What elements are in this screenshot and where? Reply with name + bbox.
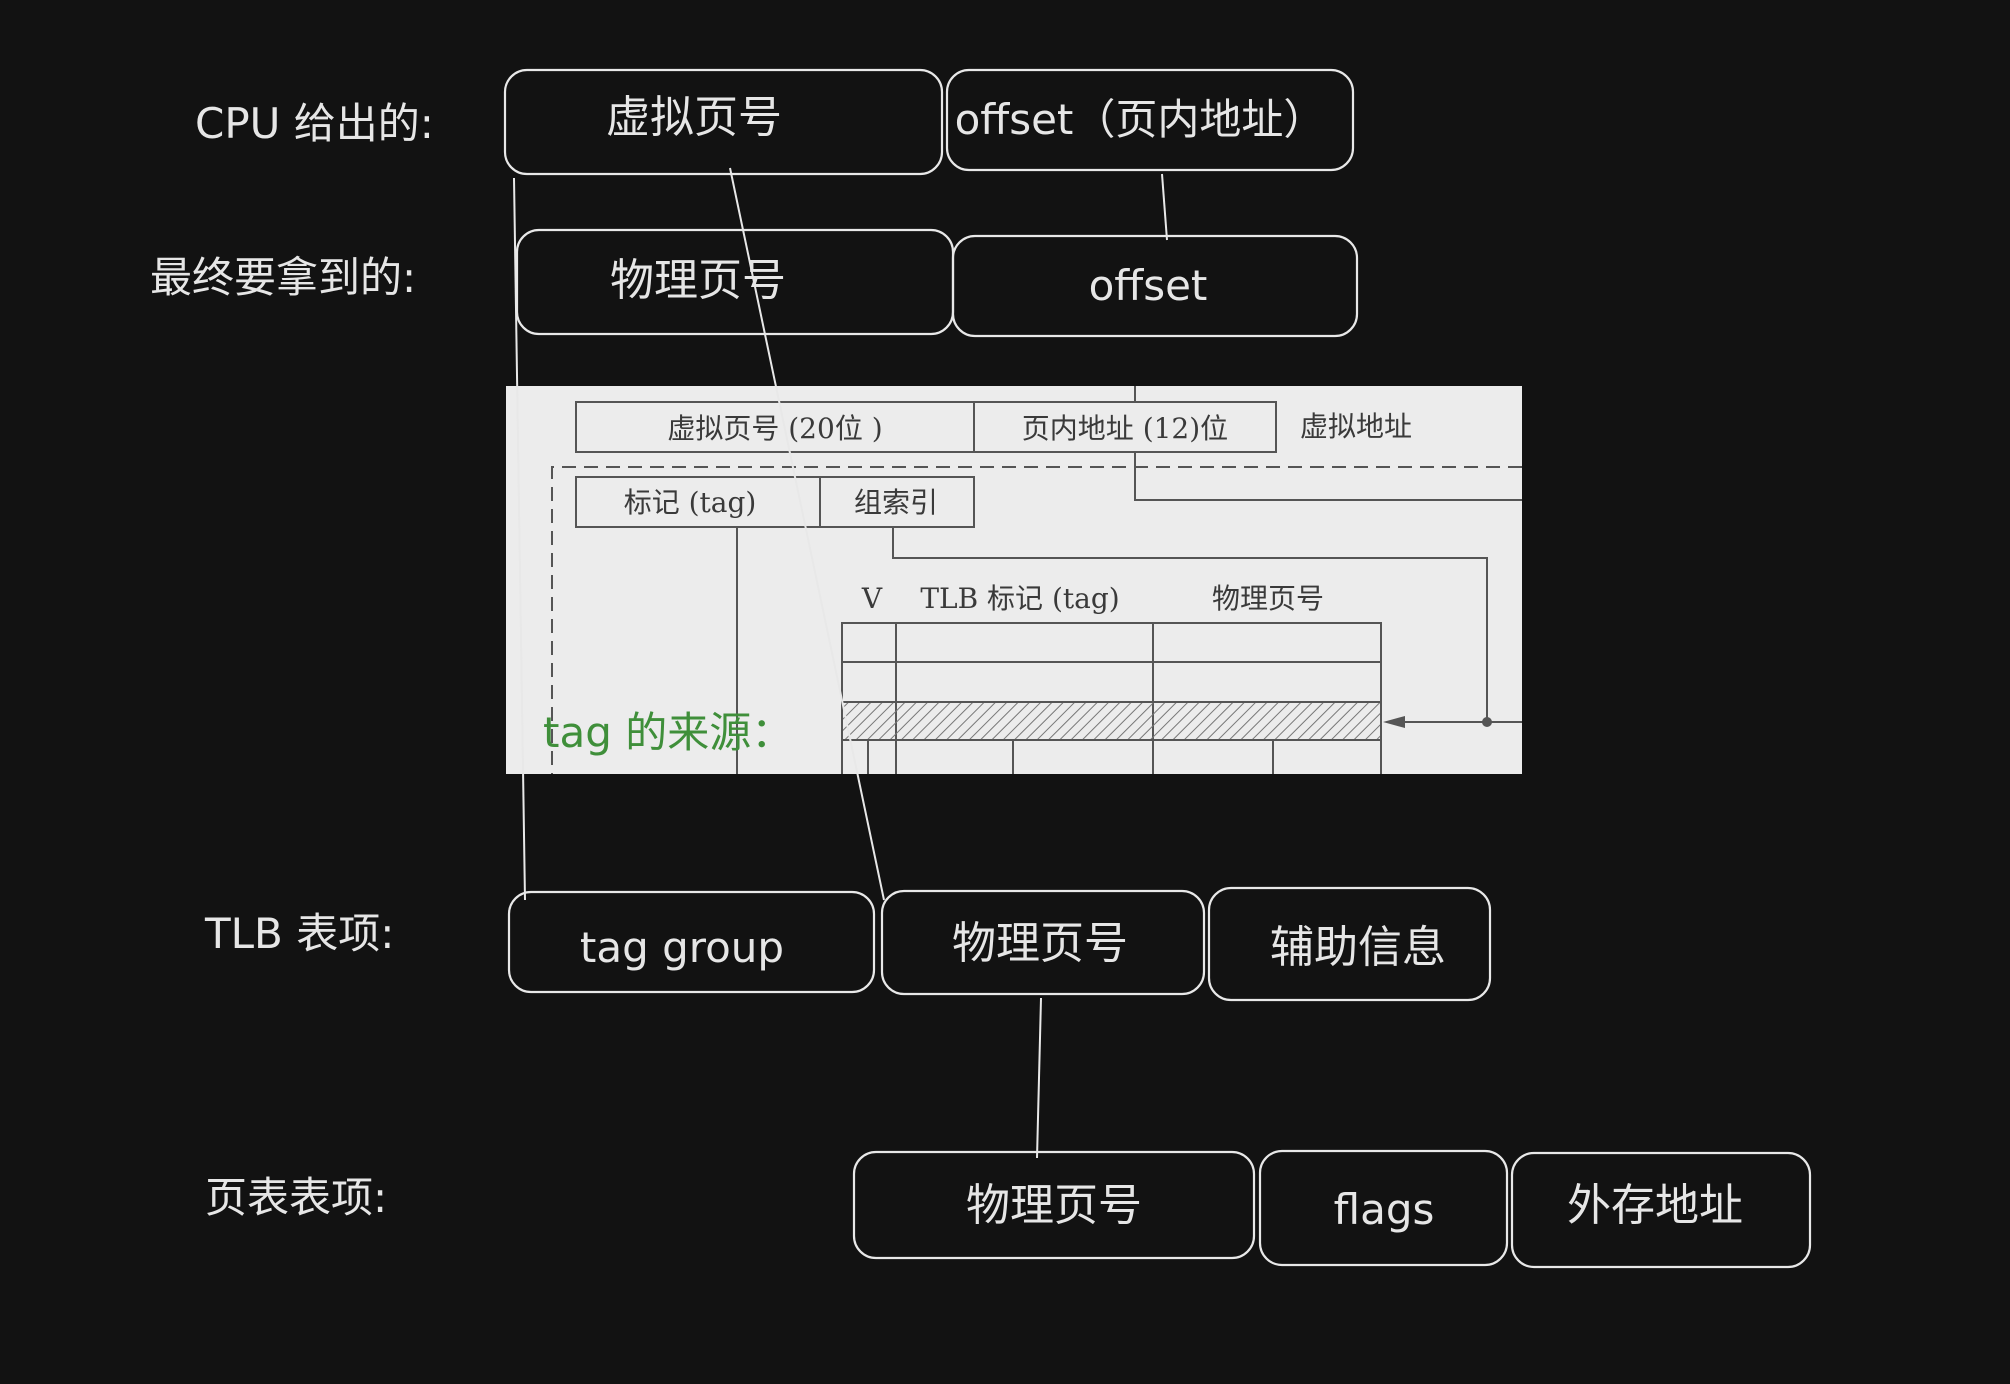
cpu-offset-box [945,68,1355,172]
pte-flags-box [1258,1149,1509,1267]
tlb-tag-group-box [507,890,876,994]
connector-tlb-ppn-to-pte-ppn [1036,997,1042,1159]
figure-vaddr-label: 虚拟地址 [1300,410,1412,443]
figure-col-ppn: 物理页号 [1212,582,1324,615]
row-label-tlb: TLB 表项: [204,909,394,958]
row-label-final: 最终要拿到的: [150,253,416,302]
figure-index-route [892,527,1488,723]
cpu-vpn-box [503,68,944,176]
figure-index-arrowhead [1383,716,1405,728]
connector-offset-to-offset [1161,173,1168,241]
pte-ppn-box [852,1150,1256,1260]
pte-ppn-text: 物理页号 [966,1180,1142,1231]
tlb-aux-box [1207,886,1492,1002]
final-ppn-text: 物理页号 [610,255,786,306]
pte-swap-addr-box [1510,1151,1812,1269]
figure-tlb-table [841,622,1382,774]
figure-offset-field [973,401,1277,453]
final-offset-text: offset [1089,261,1208,310]
tlb-ppn-box [880,889,1206,996]
pte-flags-text: flags [1334,1185,1435,1234]
figure-offset-route [1134,386,1522,501]
figure-annotation-tag-source: tag 的来源： [543,708,793,757]
figure-col-tag: TLB 标记 (tag) [920,582,1119,615]
figure-selected-set-row [841,701,1382,741]
final-offset-box [951,234,1359,338]
tlb-figure-image: 虚拟页号 (20位 ) 页内地址 (12)位 虚拟地址 标记 (tag) 组索引… [506,386,1522,774]
pte-swap-addr-text: 外存地址 [1567,1180,1743,1231]
connector-vpn-to-tlb-ppn [729,167,885,901]
figure-vpn-field-label: 虚拟页号 (20位 ) [667,412,882,445]
figure-offset-field-label: 页内地址 (12)位 [1022,412,1228,445]
figure-index-field-label: 组索引 [854,486,938,519]
cpu-offset-text: offset（页内地址） [955,95,1326,144]
tlb-aux-text: 辅助信息 [1270,922,1446,973]
figure-col-v: V [861,582,883,615]
row-label-pte: 页表表项: [205,1173,387,1222]
connector-vpn-to-tag-group [513,177,526,901]
figure-dashed-boundary [551,466,1522,774]
row-label-cpu: CPU 给出的: [195,99,434,148]
cpu-vpn-text: 虚拟页号 [606,92,782,143]
figure-tag-field-label: 标记 (tag) [624,486,757,519]
tlb-ppn-text: 物理页号 [952,918,1128,969]
figure-index-field [819,476,975,528]
tlb-tag-group-text: tag group [580,923,784,972]
